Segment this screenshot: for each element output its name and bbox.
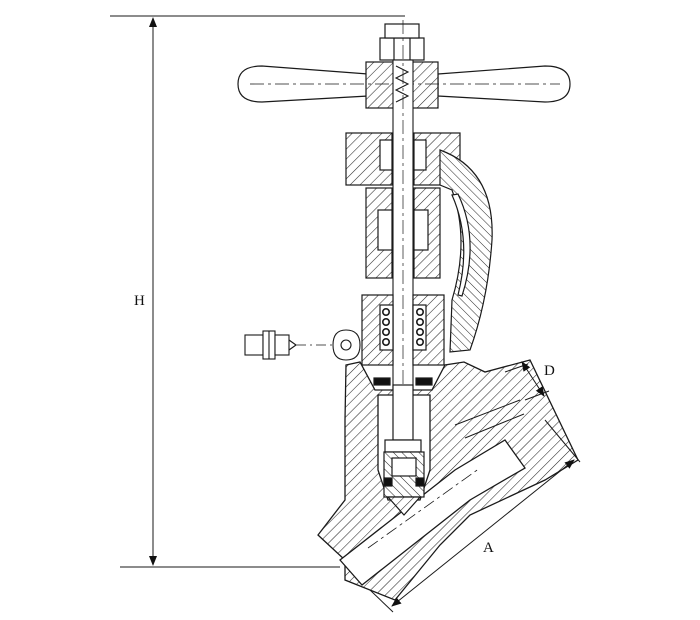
padlock-part — [244, 330, 297, 360]
disc-seal-left — [383, 477, 393, 487]
seal-ring-left — [373, 377, 391, 386]
length-dimension — [369, 419, 581, 613]
seal-ring-right — [415, 377, 433, 386]
lock-lug — [296, 329, 361, 361]
length-extension-left — [369, 589, 394, 613]
diameter-dimension-line — [521, 361, 545, 397]
diameter-label: D — [544, 363, 555, 379]
top-nut — [379, 23, 425, 61]
length-dimension-line — [391, 459, 575, 607]
disc-seal-right — [415, 477, 425, 487]
packing — [361, 294, 445, 386]
height-dimension — [110, 15, 405, 568]
stem — [392, 20, 414, 460]
packing-left — [379, 304, 394, 351]
valve-body — [317, 359, 579, 601]
height-label: H — [134, 293, 145, 309]
diameter-dimension — [504, 361, 550, 401]
length-extension-right — [544, 419, 581, 463]
yoke — [345, 132, 493, 353]
packing-right — [412, 304, 427, 351]
length-label: A — [483, 540, 494, 556]
